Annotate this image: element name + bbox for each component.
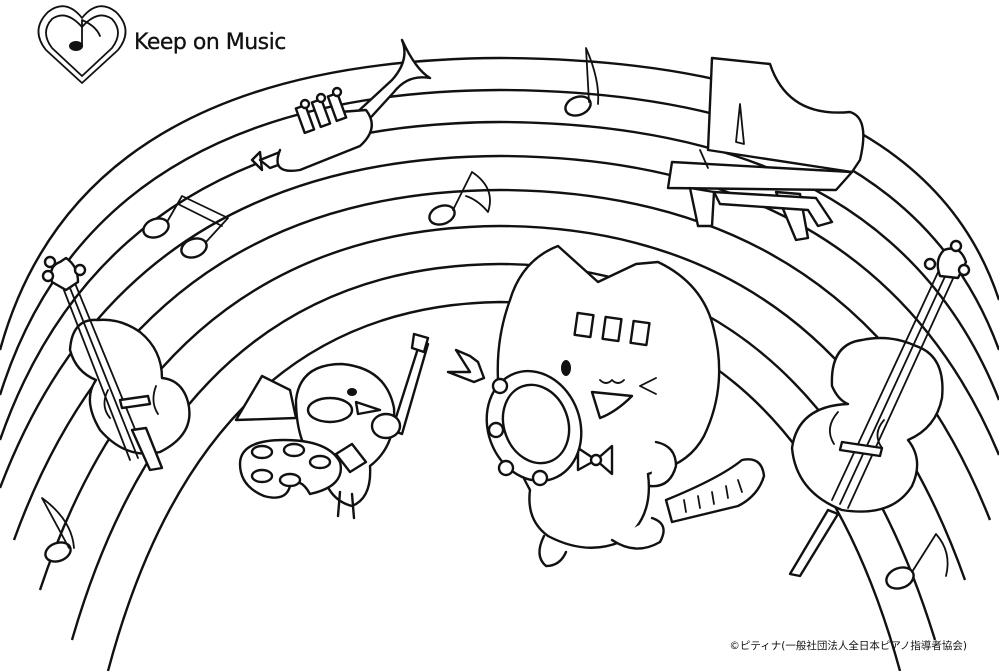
- cello-icon: [790, 241, 969, 576]
- music-note-icon: [141, 196, 228, 261]
- copyright-credit: ©ピティナ(一般社団法人全日本ピアノ指導者協会): [729, 640, 967, 652]
- music-note-icon: [883, 534, 947, 592]
- tambourine-icon: [448, 350, 596, 494]
- paint-palette-icon: [240, 440, 341, 498]
- heart-note-icon: [38, 6, 125, 83]
- grand-piano-icon: [668, 58, 863, 240]
- trumpet-icon: [252, 40, 430, 171]
- music-note-icon: [563, 48, 599, 119]
- music-note-icon: [42, 498, 74, 565]
- violin-icon: [43, 257, 189, 470]
- bird-character-icon: [236, 334, 428, 518]
- logo-text: Keep on Music: [134, 30, 287, 55]
- music-note-icon: [427, 172, 490, 228]
